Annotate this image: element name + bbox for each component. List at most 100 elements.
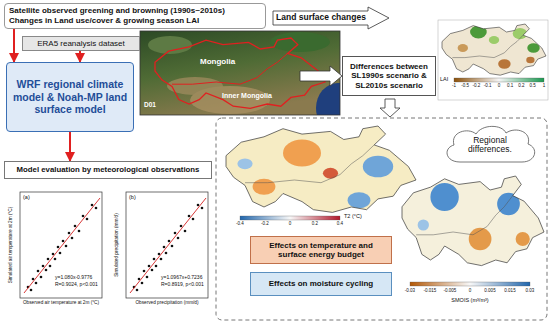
figure-part xyxy=(410,282,530,286)
annotation-label: Observed precipitation (mm/d) xyxy=(135,301,198,306)
colorbar-tick: -0.1 xyxy=(484,84,492,89)
figure-part xyxy=(45,269,48,272)
figure-part xyxy=(418,219,429,230)
annotation-label: (b) xyxy=(129,195,136,201)
figure-part xyxy=(37,270,40,273)
figure-part xyxy=(402,176,544,266)
figure-part xyxy=(316,83,340,115)
annotation-label: (a) xyxy=(23,195,30,201)
figure-part xyxy=(402,176,544,266)
data-box: ERA5 reanalysis dataset xyxy=(22,36,140,51)
figure-part xyxy=(82,215,85,218)
colorbar-tick: 0 xyxy=(469,289,472,294)
annotation-label: T2 (°C) xyxy=(344,214,362,220)
figure-part xyxy=(273,7,389,29)
text-group: Model evaluation by meteorological obser… xyxy=(8,165,208,174)
figure-part xyxy=(155,38,325,108)
figure-part xyxy=(348,192,371,208)
scenario-box: Differences between SL1990s scenario & S… xyxy=(342,56,436,96)
figure-part xyxy=(430,183,458,211)
colorbar-tick: 0.015 xyxy=(504,289,515,294)
figure-part xyxy=(323,168,338,179)
figure-part xyxy=(516,232,530,246)
figure-part xyxy=(442,24,546,75)
text-group: Land surface changes xyxy=(276,13,366,22)
figure-part xyxy=(497,193,520,215)
annotation-label: Simulated precipitation (mm/d) xyxy=(115,213,120,277)
source-box: Satellite observed greening and browning… xyxy=(4,3,266,29)
colorbar-tick: 0.03 xyxy=(526,289,535,294)
figure-part xyxy=(62,240,65,243)
node-text: Model evaluation by meteorological obser… xyxy=(8,165,208,174)
colorbar-tick: -1 xyxy=(452,84,456,89)
model-box: WRF regional climate model & Noah-MP lan… xyxy=(6,62,134,132)
figure-part xyxy=(226,126,416,212)
colorbar-tick: -0.005 xyxy=(444,289,457,294)
figure-part xyxy=(54,258,57,261)
smois-map xyxy=(402,176,544,286)
figure-part xyxy=(447,126,535,162)
figure-part xyxy=(140,31,340,115)
flow-arrow xyxy=(13,29,15,62)
figure-part xyxy=(130,198,206,293)
figure-part xyxy=(442,24,546,75)
annotation-label: Inner Mongolia xyxy=(222,92,272,99)
text-group: Effects on temperature and surface energ… xyxy=(255,241,387,259)
figure-part xyxy=(416,196,513,235)
figure-part xyxy=(442,24,546,75)
colorbar-tick: -0.2 xyxy=(261,222,269,227)
figure-part xyxy=(133,204,204,292)
effect-box: Effects on moisture cycling xyxy=(250,272,392,296)
figure-part xyxy=(363,156,393,178)
t2-map xyxy=(226,126,416,220)
colorbar-tick: 0.1 xyxy=(507,84,513,89)
figure-part xyxy=(95,207,98,210)
colorbar-tick: 0.4 xyxy=(337,222,343,227)
figure-part xyxy=(245,145,374,183)
figure-part xyxy=(442,24,546,75)
figure-part xyxy=(40,276,43,279)
annotation-label: Observed air temperature at 2m (°C) xyxy=(23,301,99,306)
figure-part xyxy=(283,140,321,167)
figure-part xyxy=(42,265,45,268)
node-text: Regional differences. xyxy=(454,136,526,155)
figure-part xyxy=(226,126,416,212)
node-text: Effects on moisture cycling xyxy=(255,279,387,288)
figure-part xyxy=(47,258,50,261)
flow-arrow xyxy=(79,51,81,62)
node-text: Changes in Land use/cover & growing seas… xyxy=(9,16,261,26)
annotation-label: y=1.0967x+0.7236 xyxy=(161,275,202,280)
figure-part xyxy=(68,232,71,235)
figure-part xyxy=(49,265,52,268)
figure-part xyxy=(226,126,416,212)
colorbar-tick: 0.2 xyxy=(518,84,524,89)
figure-part xyxy=(35,282,38,285)
figure-part xyxy=(91,204,94,207)
node-text: Effects on temperature and surface energ… xyxy=(255,241,387,259)
figure-part xyxy=(71,237,74,240)
colorbar-tick: -0.03 xyxy=(405,289,415,294)
colorbar-tick: 0.005 xyxy=(484,289,495,294)
figure-part xyxy=(470,26,487,39)
figure-part xyxy=(172,53,288,84)
figure-part xyxy=(452,35,523,57)
figure-part xyxy=(469,228,492,250)
figure-part xyxy=(458,44,468,52)
figure-part xyxy=(454,78,544,82)
figure-part xyxy=(59,252,62,255)
text-group: Regional differences. xyxy=(454,136,526,155)
figure-part xyxy=(155,38,325,108)
figure-part xyxy=(78,230,81,233)
figure-part xyxy=(30,289,33,292)
node-text: WRF regional climate model & Noah-MP lan… xyxy=(12,78,128,116)
node-text: Differences between SL1990s scenario & S… xyxy=(346,62,432,90)
colorbar-tick: 0 xyxy=(289,222,292,227)
annotation-label: R=0.8919, p<0.001 xyxy=(161,282,204,287)
colorbar-tick: 0.2 xyxy=(312,222,318,227)
block-arrow xyxy=(300,66,342,86)
text-group: WRF regional climate model & Noah-MP lan… xyxy=(12,78,128,116)
node-text: Land surface changes xyxy=(276,13,366,22)
figure-part xyxy=(489,36,499,44)
figure-part xyxy=(226,126,416,212)
flow-arrow xyxy=(69,132,71,161)
